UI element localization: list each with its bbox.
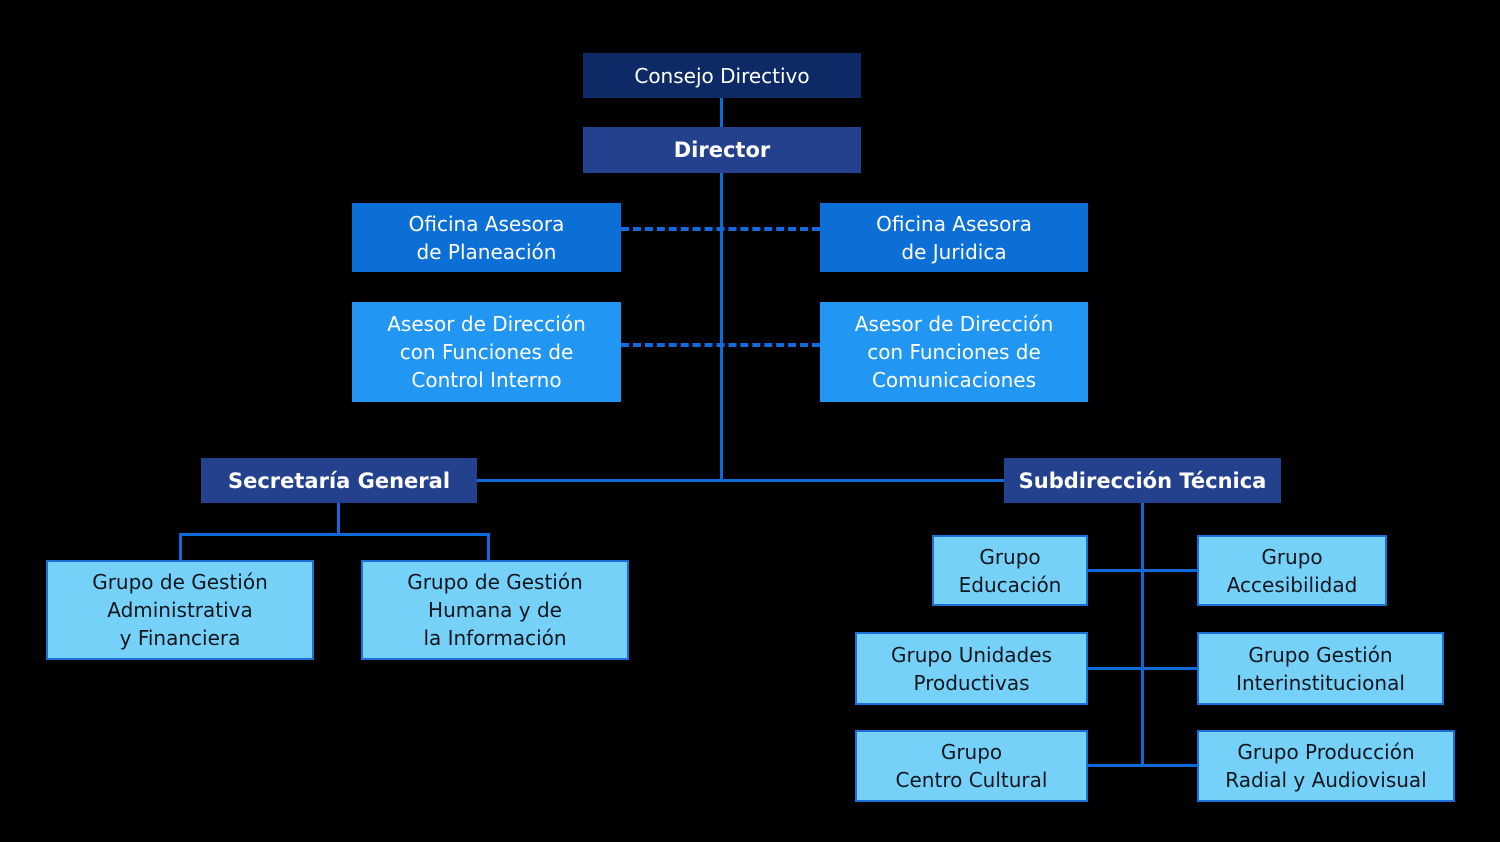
connector-stub-admin (179, 533, 182, 561)
node-grupo-gestion-interinstitucional: Grupo Gestión Interinstitucional (1197, 632, 1444, 705)
node-label: Secretaría General (227, 468, 451, 493)
node-oficina-asesora-juridica: Oficina Asesora de Juridica (820, 203, 1088, 272)
connector-subdireccion-down (1141, 502, 1144, 767)
node-label-line: Accesibilidad (1226, 572, 1358, 597)
node-label-line: Grupo Unidades (891, 642, 1052, 667)
connector-director-trunk (720, 172, 723, 482)
connector-dashed-asesores (621, 343, 820, 347)
node-label-line: Control Interno (411, 368, 562, 392)
node-label-line: Comunicaciones (871, 368, 1037, 392)
node-label-line: con Funciones de (399, 340, 574, 364)
node-label-line: Interinstitucional (1236, 670, 1405, 695)
node-grupo-gestion-humana-informacion: Grupo de Gestión Humana y de la Informac… (361, 560, 629, 660)
node-asesor-comunicaciones: Asesor de Dirección con Funciones de Com… (820, 302, 1088, 402)
connector-row-unidades-interinstitucional (1088, 667, 1197, 670)
node-label-line: y Financiera (119, 626, 241, 650)
node-label: Subdirección Técnica (1018, 468, 1267, 493)
node-label-line: con Funciones de (867, 340, 1041, 364)
connector-row-cultural-produccion (1088, 764, 1197, 767)
node-label-line: Administrativa (107, 598, 253, 622)
node-label-line: Asesor de Dirección (387, 312, 586, 336)
node-secretaria-general: Secretaría General (201, 458, 477, 503)
node-label-line: Asesor de Dirección (854, 312, 1054, 336)
node-label-line: Productivas (913, 670, 1030, 695)
connector-consejo-director (720, 98, 723, 128)
node-grupo-unidades-productivas: Grupo Unidades Productivas (855, 632, 1088, 705)
node-grupo-produccion-radial-audiovisual: Grupo Producción Radial y Audiovisual (1197, 730, 1455, 802)
node-label-line: Centro Cultural (895, 768, 1048, 792)
node-subdireccion-tecnica: Subdirección Técnica (1004, 458, 1281, 503)
connector-main-horizontal (477, 479, 1004, 482)
connector-row-educacion-accesibilidad (1088, 569, 1197, 572)
node-label-line: Oficina Asesora (408, 211, 565, 236)
node-label: Director (673, 138, 771, 162)
node-label-line: de Juridica (901, 239, 1007, 264)
node-oficina-asesora-planeacion: Oficina Asesora de Planeación (352, 203, 621, 272)
node-asesor-control-interno: Asesor de Dirección con Funciones de Con… (352, 302, 621, 402)
node-label-line: la Información (423, 626, 567, 650)
node-grupo-accesibilidad: Grupo Accesibilidad (1197, 535, 1387, 606)
node-label-line: Grupo de Gestión (92, 570, 268, 594)
node-label-line: Humana y de (428, 598, 562, 622)
node-label-line: Grupo (940, 740, 1003, 764)
connector-dashed-oficinas (621, 227, 820, 231)
node-label-line: de Planeación (416, 239, 557, 264)
node-label-line: Grupo Gestión (1248, 642, 1393, 667)
node-grupo-centro-cultural: Grupo Centro Cultural (855, 730, 1088, 802)
node-consejo-directivo: Consejo Directivo (583, 53, 861, 98)
node-grupo-educacion: Grupo Educación (932, 535, 1088, 606)
connector-secretaria-horizontal (179, 533, 490, 536)
node-label-line: Radial y Audiovisual (1225, 768, 1427, 792)
node-label-line: Oficina Asesora (876, 211, 1032, 236)
node-label-line: Grupo (1261, 544, 1323, 569)
node-label: Consejo Directivo (634, 63, 810, 88)
node-grupo-gestion-administrativa-financiera: Grupo de Gestión Administrativa y Financ… (46, 560, 314, 660)
node-label-line: Grupo de Gestión (407, 570, 583, 594)
connector-secretaria-down (337, 502, 340, 535)
connector-stub-humana (487, 533, 490, 561)
node-director: Director (583, 127, 861, 173)
node-label-line: Educación (958, 572, 1062, 597)
node-label-line: Grupo (979, 544, 1041, 569)
node-label-line: Grupo Producción (1237, 740, 1415, 764)
